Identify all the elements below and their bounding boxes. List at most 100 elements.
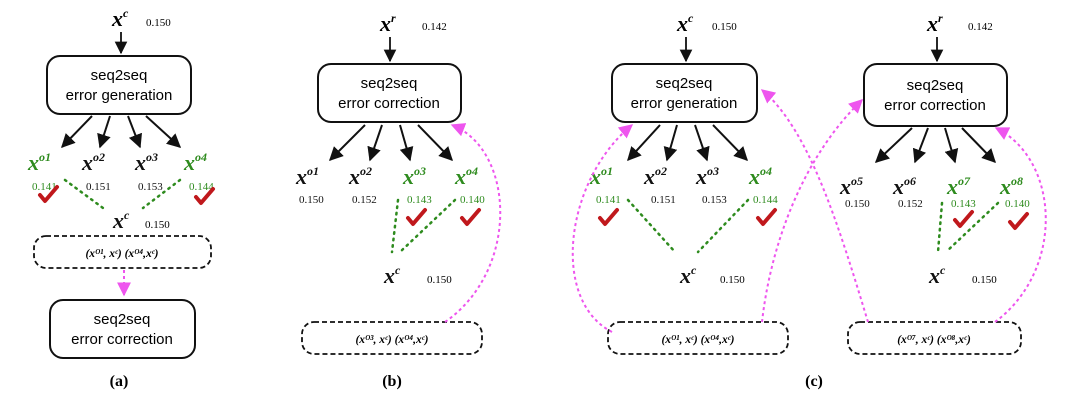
center-score-c-left: 0.150 [720,274,745,286]
output-b-2-sup: o2 [360,164,372,178]
center-var-b-sup: c [395,263,401,277]
input-var-b-sup: r [391,11,396,25]
output-b-4-base: x [454,164,466,189]
box-bottom-a: seq2seq error correction [49,299,196,359]
panel-b: xr 0.142 seq2seq error correction xo1 0.… [295,11,502,390]
dotted-lines-a [63,178,182,210]
outputs-a: xo1 0.141 xo2 0.151 xo3 0.153 xo4 0.144 [27,150,214,193]
output-c-right-7-base: x [946,174,958,199]
output-c-right-7-sup: o7 [958,174,971,188]
svg-text:xc: xc [676,11,694,36]
svg-text:xo4: xo4 [454,164,478,189]
input-var-a-sup: c [123,6,129,20]
svg-text:xo7: xo7 [946,174,971,199]
check-icon-a-4 [194,187,215,205]
svg-text:xc: xc [383,263,401,288]
output-a-4-score: 0.144 [189,181,214,193]
output-a-4: xo4 0.144 [183,150,214,193]
output-a-2-sup: o2 [93,150,105,164]
center-score-b: 0.150 [427,274,452,286]
input-var-c-left: xc 0.150 [676,11,737,36]
input-score-a: 0.150 [146,17,171,29]
output-b-2-base: x [348,164,360,189]
output-a-1-score: 0.141 [32,181,57,193]
output-c-left-3-score: 0.153 [702,194,727,206]
output-b-2: xo2 0.152 [348,164,377,206]
fan-arrows-c-left [627,124,748,162]
dotted-lines-c-right [936,201,1000,254]
center-var-a: xc 0.150 [112,208,170,233]
svg-text:xo2: xo2 [643,164,667,189]
box-top-c-right-line2: error correction [884,97,986,114]
pink-arrow-c-right-to-gen [760,89,869,323]
output-a-3-score: 0.153 [138,181,163,193]
fan-arrows-a [61,115,182,149]
box-top-b: seq2seq error correction [317,63,462,123]
center-var-a-base: x [112,208,124,233]
output-c-right-6-score: 0.152 [898,198,923,210]
pairs-text-c-left: (xᴼ¹, xᶜ) (xᴼ⁴,xᶜ) [661,334,734,346]
output-b-4-score: 0.140 [460,194,485,206]
box-top-c-left-line1: seq2seq [656,75,713,92]
output-c-left-1: xo1 0.141 [589,164,621,206]
panel-label-c: (c) [805,373,823,390]
input-var-a-base: x [111,6,123,31]
center-var-c-right-base: x [928,263,940,288]
output-b-4: xo4 0.140 [454,164,485,206]
pink-arrow-c-left-to-corr [761,99,864,323]
svg-text:xo1: xo1 [589,164,613,189]
box-top-c-right-line1: seq2seq [907,77,964,94]
center-var-b: xc 0.150 [383,263,452,288]
box-top-b-line2: error correction [338,95,440,112]
check-icon-c-right-7 [953,210,974,228]
output-c-left-2-base: x [643,164,655,189]
pink-arrow-c-left-to-gen [571,124,634,333]
input-var-a: xc 0.150 [111,6,171,31]
fan-arrows-c-right [874,127,996,164]
output-a-3: xo3 0.153 [134,150,163,193]
pairs-text-a: (xᴼ¹, xᶜ) (xᴼ⁴,xᶜ) [85,248,158,260]
svg-text:xo3: xo3 [402,164,426,189]
output-c-right-7: xo7 0.143 [946,174,976,210]
check-icon-b-3 [406,208,427,226]
box-top-c-left-line2: error generation [631,95,738,112]
output-b-2-score: 0.152 [352,194,377,206]
svg-text:xr: xr [379,11,396,36]
center-var-c-left: xc 0.150 [679,263,745,288]
svg-text:xc: xc [679,263,697,288]
input-score-c-right: 0.142 [968,21,993,33]
svg-text:xc: xc [928,263,946,288]
panel-a: xc 0.150 seq2seq error generation xo1 0.… [27,6,215,390]
pairs-text-b: (xᴼ³, xᶜ) (xᴼ⁴,xᶜ) [355,334,428,346]
output-c-left-4-score: 0.144 [753,194,778,206]
panel-c-right: xr 0.142 seq2seq error correction xo5 0.… [760,11,1047,355]
outputs-c-right: xo5 0.150 xo6 0.152 xo7 0.143 xo8 0.140 [839,174,1030,210]
output-a-1-base: x [27,150,39,175]
pairs-box-c-right: (xᴼ⁷, xᶜ) (xᴼ⁸,xᶜ) [847,321,1022,355]
outputs-c-left: xo1 0.141 xo2 0.151 xo3 0.153 xo4 0.144 [589,164,778,206]
output-c-right-8-score: 0.140 [1005,198,1030,210]
output-c-left-1-sup: o1 [601,164,613,178]
output-c-left-3-base: x [695,164,707,189]
output-c-right-8-base: x [999,174,1011,199]
check-icon-c-right-8 [1008,212,1029,230]
output-c-left-4-sup: o4 [760,164,772,178]
center-var-c-left-base: x [679,263,691,288]
output-c-right-5: xo5 0.150 [839,174,870,210]
output-a-1: xo1 0.141 [27,150,57,193]
input-var-c-left-sup: c [688,11,694,25]
box-bottom-a-line1: seq2seq [94,311,151,328]
output-a-2: xo2 0.151 [81,150,111,193]
output-a-2-score: 0.151 [86,181,111,193]
center-score-a: 0.150 [145,219,170,231]
box-top-c-left: seq2seq error generation [611,63,758,123]
output-c-right-5-score: 0.150 [845,198,870,210]
center-var-a-sup: c [124,208,130,222]
output-b-4-sup: o4 [466,164,478,178]
check-icon-c-left-4 [756,208,777,226]
input-var-b: xr 0.142 [379,11,447,36]
svg-text:xo2: xo2 [348,164,372,189]
output-c-left-2-sup: o2 [655,164,667,178]
svg-text:xc: xc [111,6,129,31]
